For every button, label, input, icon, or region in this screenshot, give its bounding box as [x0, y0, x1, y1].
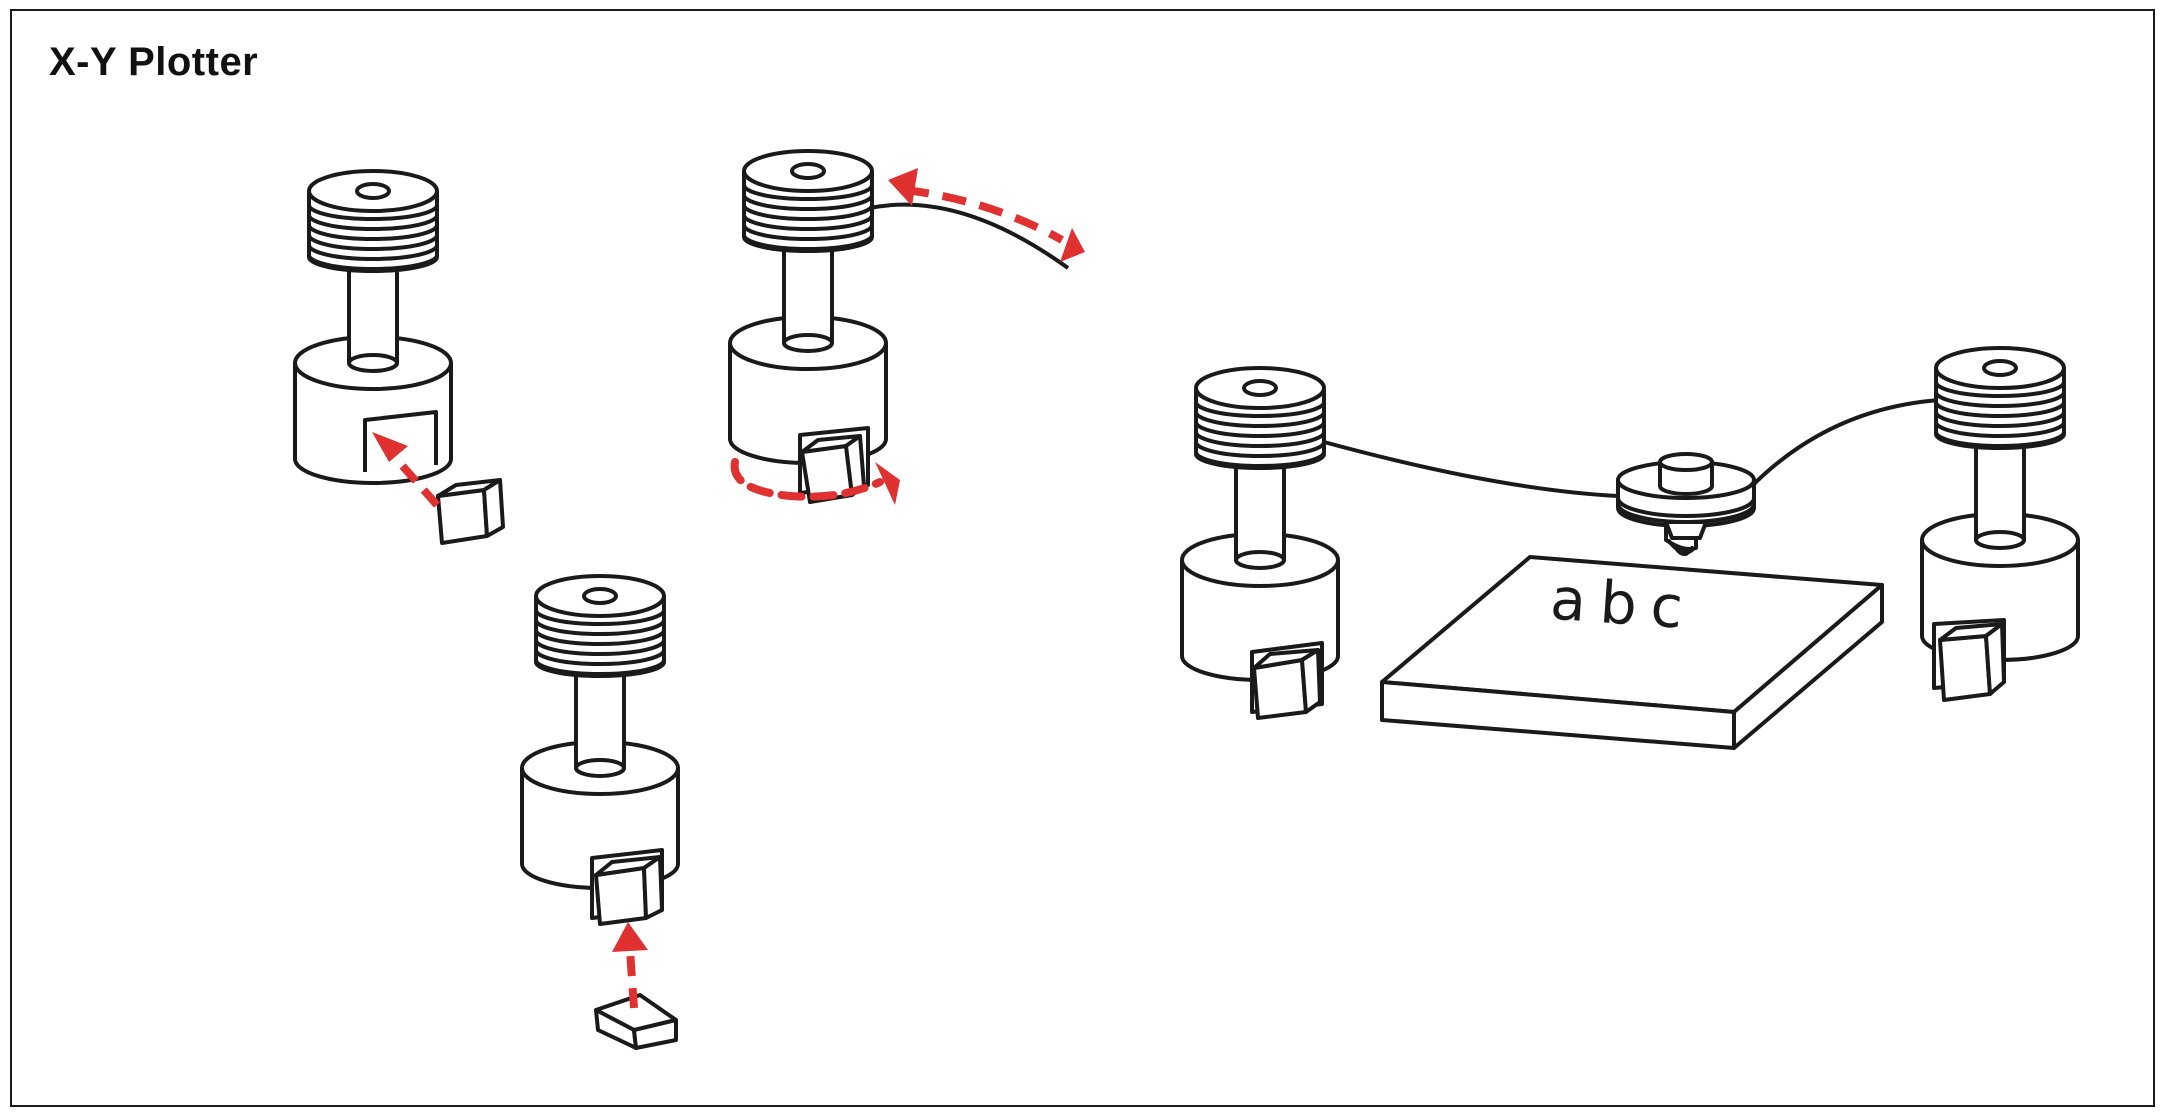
insert-arrow-head — [372, 432, 408, 462]
drawing-board — [1380, 555, 1884, 750]
motor-cube — [1932, 618, 2006, 702]
swing-arrow-head-right — [1060, 228, 1085, 262]
assembled-plotter: abc — [1180, 346, 2080, 750]
spool-unit-2 — [728, 149, 1085, 505]
board-writing: abc — [1548, 565, 1699, 643]
swing-arrow-head-left — [888, 168, 918, 206]
motor-cube — [798, 426, 870, 504]
rotate-arrow-line — [730, 458, 884, 501]
string-left — [1323, 440, 1619, 498]
rotate-arrow-head — [875, 462, 900, 505]
motor-cube — [590, 848, 664, 926]
pen-carriage — [1616, 452, 1756, 556]
insert-arrow-line — [626, 949, 638, 1009]
motor-cube — [436, 478, 505, 545]
spool-unit-3 — [520, 574, 680, 1050]
swing-arrow-line — [904, 186, 1064, 244]
spool-unit-1 — [293, 169, 505, 545]
string-right — [1750, 398, 1941, 488]
insert-arrow-head — [612, 922, 648, 952]
motor-cube-small — [594, 993, 678, 1050]
page-title: X-Y Plotter — [49, 40, 259, 84]
motor-cube — [1250, 641, 1324, 720]
string — [869, 202, 1070, 270]
diagram-frame — [10, 9, 2155, 1107]
